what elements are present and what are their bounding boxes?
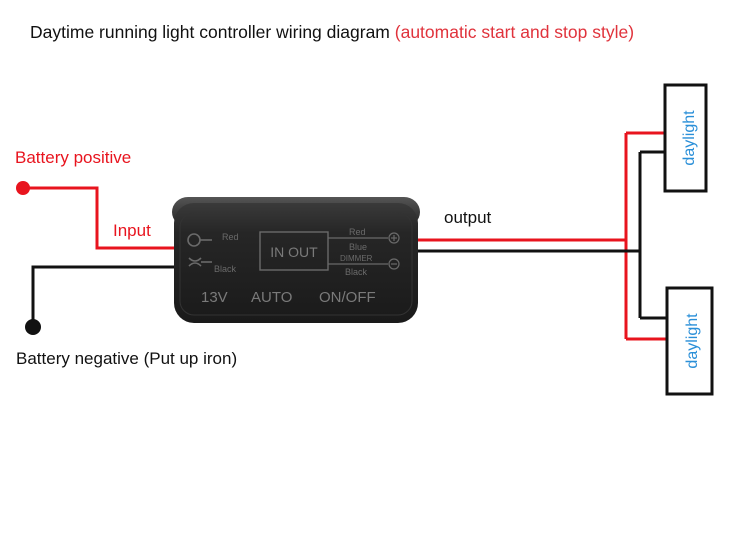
diagram-title: Daytime running light controller wiring …: [30, 22, 634, 43]
title-sub: (automatic start and stop style): [394, 22, 635, 42]
output-red-wire: [412, 131, 668, 341]
title-main: Daytime running light controller wiring …: [30, 22, 390, 42]
daylight-lamp-bottom: daylight: [665, 286, 714, 396]
daylight-lamp-top: daylight: [663, 83, 708, 193]
module-auto: AUTO: [251, 289, 292, 306]
module-right-blue: Blue: [349, 242, 367, 252]
module-left-black: Black: [214, 264, 237, 274]
lamp-label-bottom: daylight: [684, 313, 701, 369]
output-positive-terminal-icon: [388, 232, 400, 244]
battery-positive-terminal: [16, 181, 30, 195]
module-right-red: Red: [349, 227, 366, 237]
battery-negative-terminal: [25, 319, 41, 335]
battery-positive-wire: [16, 181, 182, 250]
module-on-off: ON/OFF: [319, 289, 376, 306]
lamp-label-top: daylight: [681, 110, 698, 166]
module-right-dimmer: DIMMER: [340, 254, 373, 263]
battery-positive-label: Battery positive: [15, 148, 132, 167]
input-red-terminal-icon: [187, 233, 212, 247]
battery-negative-wire: [25, 265, 182, 335]
module-left-red: Red: [222, 232, 239, 242]
output-negative-terminal-icon: [388, 258, 400, 270]
input-black-terminal-icon: [188, 257, 212, 267]
battery-negative-label: Battery negative (Put up iron): [16, 349, 238, 368]
output-black-wire: [412, 150, 668, 320]
input-label: Input: [113, 221, 151, 240]
module-in-out: IN OUT: [270, 244, 318, 260]
module-13v: 13V: [201, 289, 228, 306]
output-label: output: [444, 208, 492, 227]
controller-module: Red Black IN OUT Red Blue DIMMER Black 1…: [172, 197, 420, 323]
module-right-black: Black: [345, 267, 368, 277]
